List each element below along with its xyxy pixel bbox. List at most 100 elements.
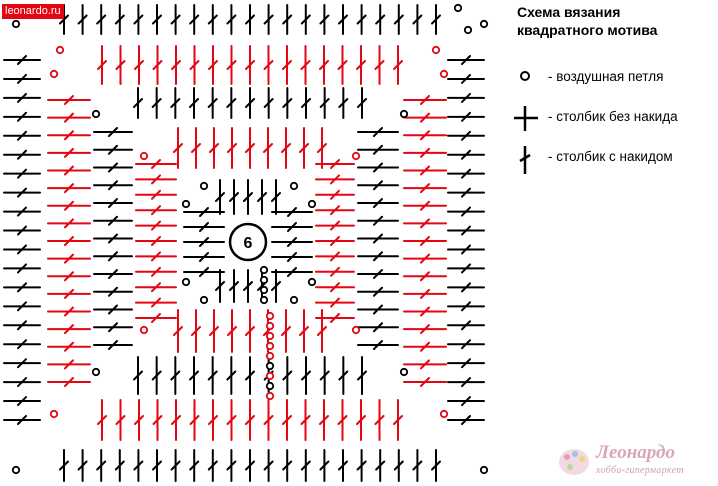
double-crochet-stitch <box>317 309 327 353</box>
double-crochet-stitch <box>245 4 255 35</box>
double-crochet-stitch <box>447 55 485 65</box>
double-crochet-stitch <box>47 147 91 158</box>
double-crochet-stitch <box>77 4 88 35</box>
double-crochet-stitch <box>356 45 366 85</box>
double-crochet-stitch <box>3 377 41 388</box>
brand-tagline: хобби-гипермаркет <box>596 465 684 476</box>
double-crochet-stitch <box>93 198 133 208</box>
double-crochet-stitch <box>300 449 311 482</box>
double-crochet-stitch <box>357 144 399 155</box>
double-crochet-stitch <box>393 449 404 482</box>
double-crochet-stitch <box>215 269 225 303</box>
double-crochet-stitch <box>403 359 447 370</box>
double-crochet-stitch <box>263 4 274 35</box>
double-crochet-stitch <box>403 218 447 229</box>
title-line-1: Схема вязания <box>517 4 621 20</box>
double-crochet-stitch <box>447 282 485 293</box>
double-crochet-stitch <box>47 288 91 299</box>
double-crochet-stitch <box>403 377 447 387</box>
double-crochet-stitch <box>135 251 177 262</box>
double-crochet-stitch <box>47 95 91 105</box>
palette-logo-icon <box>559 449 589 475</box>
chain-stitch <box>399 109 409 119</box>
double-crochet-stitch <box>93 127 133 137</box>
double-crochet-stitch <box>97 45 107 85</box>
double-crochet-stitch <box>152 45 163 85</box>
double-crochet-stitch <box>412 449 423 482</box>
double-crochet-stitch <box>299 309 309 353</box>
double-crochet-stitch <box>93 269 133 279</box>
double-crochet-stitch <box>226 87 237 119</box>
double-crochet-stitch <box>447 149 485 160</box>
double-crochet-stitch <box>183 252 225 262</box>
double-crochet-stitch <box>337 45 348 85</box>
double-crochet-stitch <box>282 45 292 85</box>
chain-stitch <box>11 465 21 475</box>
double-crochet-stitch <box>357 356 367 395</box>
single-crochet-icon <box>514 106 538 131</box>
double-crochet-stitch <box>96 449 107 482</box>
double-crochet-stitch <box>447 73 485 84</box>
double-crochet-stitch <box>403 112 447 123</box>
double-crochet-stitch <box>173 309 183 353</box>
double-crochet-stitch <box>245 127 255 169</box>
double-crochet-stitch <box>447 415 485 425</box>
double-crochet-stitch <box>299 127 309 169</box>
chain-stitch <box>49 69 59 79</box>
double-crochet-stitch <box>263 127 273 169</box>
double-crochet-stitch <box>357 233 399 244</box>
double-crochet-stitch <box>245 399 255 441</box>
double-crochet-stitch <box>208 45 218 85</box>
double-crochet-stitch <box>133 449 144 482</box>
double-crochet-stitch <box>271 207 313 217</box>
chain-stitch <box>431 45 441 55</box>
double-crochet-stitch <box>152 399 163 441</box>
chain-stitch <box>139 151 149 161</box>
double-crochet-stitch <box>393 4 404 35</box>
double-crochet-stitch <box>374 45 385 85</box>
chain-stitch <box>181 199 191 209</box>
chain-stitch <box>351 151 361 161</box>
double-crochet-stitch <box>3 187 41 198</box>
double-crochet-stitch <box>447 358 485 369</box>
double-crochet-stitch <box>207 449 218 482</box>
double-crochet-stitch <box>183 267 225 277</box>
double-crochet-stitch <box>3 396 41 407</box>
site-label[interactable]: leonardo.ru <box>2 4 64 19</box>
double-crochet-stitch <box>357 322 399 333</box>
double-crochet-stitch <box>93 180 133 191</box>
double-crochet-stitch <box>357 87 367 119</box>
double-crochet-stitch <box>226 399 237 441</box>
chain-stitch <box>11 19 21 29</box>
chain-stitch <box>265 311 275 321</box>
double-crochet-stitch <box>47 236 91 246</box>
double-crochet-stitch <box>301 356 311 395</box>
double-crochet-stitch <box>189 399 200 441</box>
double-crochet-stitch <box>47 324 91 335</box>
double-crochet-stitch <box>93 162 133 173</box>
double-crochet-stitch <box>135 282 177 293</box>
double-crochet-stitch <box>317 127 327 169</box>
double-crochet-stitch <box>3 92 41 103</box>
double-crochet-stitch <box>171 45 181 85</box>
double-crochet-stitch <box>93 322 133 333</box>
double-crochet-stitch <box>3 168 41 179</box>
chain-stitch <box>265 321 275 331</box>
chain-stitch <box>265 391 275 401</box>
double-crochet-stitch <box>47 165 91 176</box>
double-crochet-stitch <box>403 147 447 158</box>
double-crochet-stitch <box>47 112 91 123</box>
double-crochet-stitch <box>245 45 255 85</box>
chain-stitch <box>265 351 275 361</box>
double-crochet-stitch <box>93 215 133 226</box>
double-crochet-stitch <box>189 356 199 395</box>
double-crochet-stitch <box>207 356 218 395</box>
double-crochet-stitch <box>338 87 349 119</box>
double-crochet-stitch <box>226 4 237 35</box>
double-crochet-stitch <box>447 320 485 331</box>
double-crochet-stitch <box>47 359 91 370</box>
double-crochet-stitch <box>3 55 41 65</box>
double-crochet-stitch <box>191 127 201 169</box>
double-crochet-stitch <box>315 266 355 277</box>
double-crochet-stitch <box>263 45 274 85</box>
